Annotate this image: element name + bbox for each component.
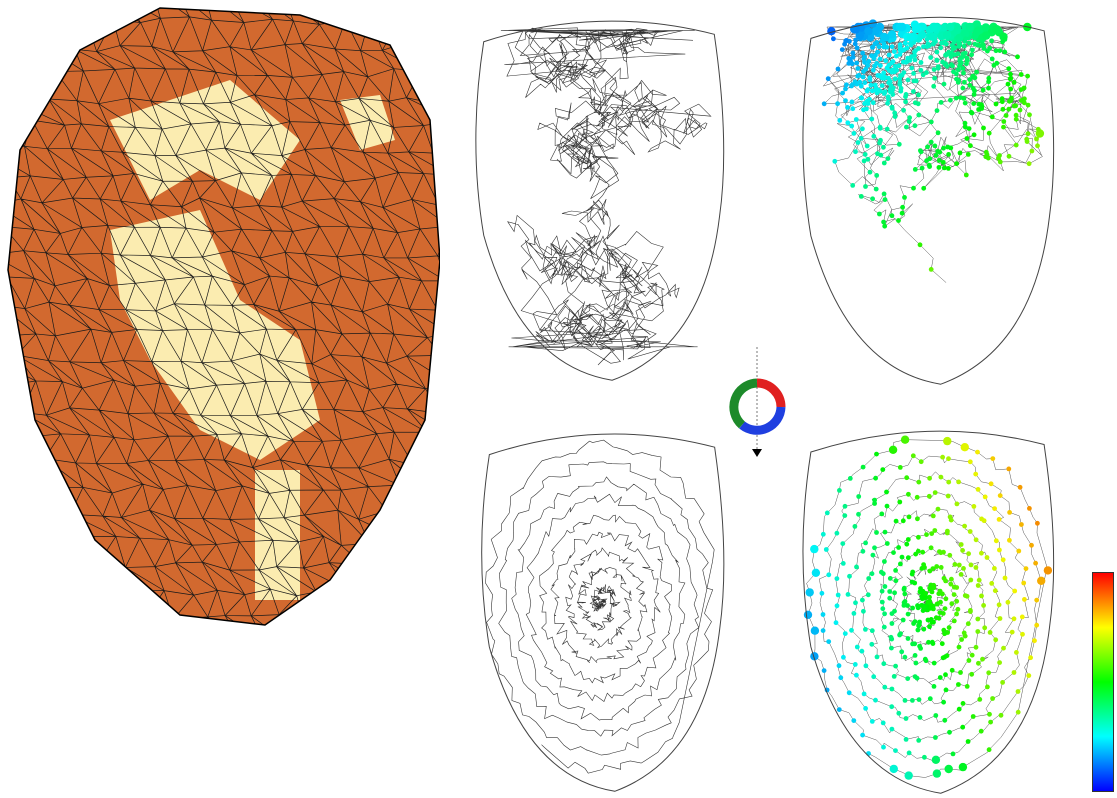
- path-spiral-colored: [802, 430, 1055, 794]
- path-spiral-colored-panel: [795, 422, 1060, 797]
- path-spiral: [481, 433, 725, 792]
- face-mesh: [7, 7, 440, 626]
- path-random: [475, 20, 725, 381]
- path-random-panel: [468, 12, 730, 384]
- path-spiral-panel: [474, 425, 730, 795]
- face-mesh-panel: [0, 0, 440, 630]
- cycle-icon: [724, 345, 790, 460]
- path-random-colored: [802, 16, 1055, 385]
- colorbar: [1092, 572, 1114, 792]
- path-random-colored-panel: [795, 8, 1060, 388]
- cycle-arrows-icon: [729, 347, 786, 457]
